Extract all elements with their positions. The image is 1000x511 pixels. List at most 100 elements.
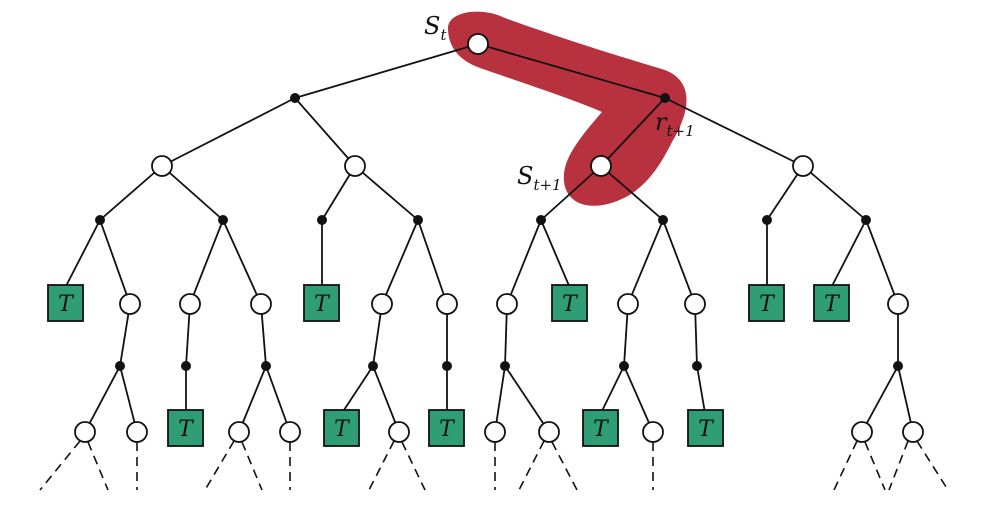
terminal-node: T	[303, 284, 340, 322]
terminal-node: T	[47, 284, 84, 322]
terminal-label: T	[698, 417, 715, 442]
tree-edge	[802, 165, 867, 221]
tree-edge	[696, 365, 706, 414]
continuation-edge	[87, 441, 109, 491]
state-node	[851, 421, 873, 443]
action-node	[619, 361, 629, 371]
action-node	[261, 361, 271, 371]
tree-edge	[99, 219, 131, 305]
continuation-edge	[39, 440, 81, 491]
continuation-edge	[241, 441, 263, 491]
terminal-label: T	[439, 417, 456, 442]
state-node-st	[467, 33, 489, 55]
tree-edge	[504, 365, 550, 433]
terminal-node: T	[167, 409, 204, 447]
tree-edge	[119, 365, 138, 433]
action-node	[317, 215, 327, 225]
tree-edge	[865, 219, 899, 305]
state-node	[538, 421, 560, 443]
tree-edge	[238, 365, 267, 433]
action-node	[762, 215, 772, 225]
continuation-edge	[551, 441, 578, 491]
tree-edge	[477, 43, 666, 99]
continuation-edge	[368, 440, 395, 491]
terminal-label: T	[824, 292, 841, 317]
tree-edge	[294, 43, 479, 99]
continuation-edge	[518, 440, 545, 491]
action-node	[442, 361, 452, 371]
tree-edge	[372, 365, 400, 433]
tree-edge	[506, 219, 542, 305]
action-node	[692, 361, 702, 371]
tree-edge	[623, 365, 654, 433]
terminal-label: T	[314, 292, 331, 317]
continuation-edge	[833, 440, 858, 491]
backup-highlight-region	[448, 11, 687, 206]
action-node	[95, 215, 105, 225]
tree-edge	[830, 219, 867, 289]
tree-edge	[662, 219, 696, 305]
terminal-node: T	[813, 284, 850, 322]
state-node	[126, 421, 148, 443]
tree-edge	[161, 165, 224, 221]
action-node	[218, 215, 228, 225]
tree-edge	[600, 165, 664, 221]
action-node	[181, 361, 191, 371]
continuation-edge	[401, 441, 426, 491]
state-node	[250, 293, 272, 315]
continuation-edge	[888, 440, 909, 491]
action-node	[290, 93, 300, 103]
terminal-label: T	[58, 292, 75, 317]
continuation-edge	[864, 441, 886, 491]
state-node	[388, 421, 410, 443]
action-node	[115, 361, 125, 371]
tree-edge	[265, 365, 291, 433]
action-node	[893, 361, 903, 371]
action-node	[536, 215, 546, 225]
state-node	[119, 293, 141, 315]
tree-edge	[222, 219, 262, 305]
state-node	[74, 421, 96, 443]
reward-label: rt+1	[655, 108, 695, 140]
tree-edge	[341, 365, 374, 414]
terminal-label: T	[759, 292, 776, 317]
tree-edge	[161, 97, 296, 167]
terminal-label: T	[334, 417, 351, 442]
tree-edge	[381, 219, 419, 305]
tree-edge	[494, 365, 506, 433]
state-node	[484, 421, 506, 443]
terminal-label: T	[178, 417, 195, 442]
continuation-edge	[916, 440, 949, 491]
state-node	[151, 155, 173, 177]
state-node	[371, 293, 393, 315]
continuation-edge	[204, 440, 235, 491]
tree-edge	[600, 97, 666, 167]
state-node	[617, 293, 639, 315]
terminal-node: T	[582, 409, 619, 447]
terminal-node: T	[748, 284, 785, 322]
terminal-node: T	[323, 409, 360, 447]
state-node	[887, 293, 909, 315]
state-node	[496, 293, 518, 315]
tree-edge	[897, 365, 914, 433]
tree-edge	[540, 165, 602, 221]
action-node	[500, 361, 510, 371]
tree-edge	[417, 219, 448, 305]
tree-edge	[189, 219, 224, 305]
tree-edge	[664, 97, 804, 167]
state-node	[179, 293, 201, 315]
state-node	[228, 421, 250, 443]
tree-edge	[540, 219, 571, 289]
action-node	[368, 361, 378, 371]
state-node-st1	[590, 155, 612, 177]
tree-edge	[84, 365, 121, 433]
state-node	[902, 421, 924, 443]
state-t1-label: St+1	[517, 162, 562, 194]
state-node	[279, 421, 301, 443]
action-node	[658, 215, 668, 225]
action-node	[413, 215, 423, 225]
terminal-node: T	[428, 409, 465, 447]
tree-edge	[294, 97, 356, 167]
